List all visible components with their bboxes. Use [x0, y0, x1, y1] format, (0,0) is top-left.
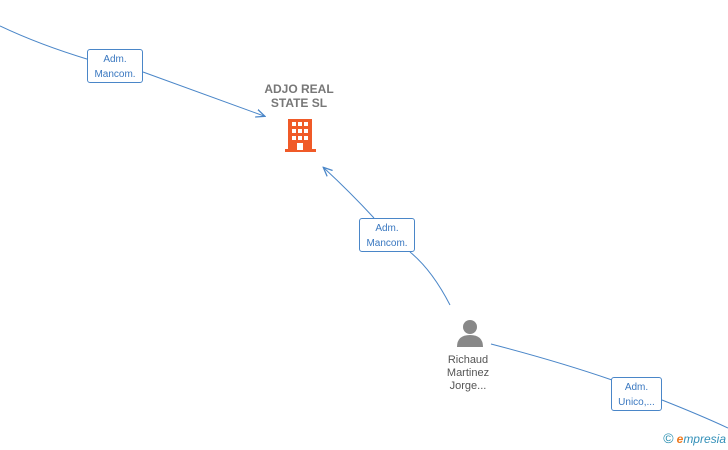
edge-line-person-to-label — [409, 251, 451, 306]
brand-initial: e — [676, 432, 684, 446]
edge-label-adm-mancom-top[interactable]: Adm. Mancom. — [87, 49, 143, 83]
company-name[interactable]: ADJO REAL STATE SL — [264, 82, 334, 110]
edge-line-top-left — [0, 25, 91, 61]
edge-label-adm-unico[interactable]: Adm. Unico,... — [611, 377, 662, 411]
edge-line-to-company-from-left — [142, 71, 264, 116]
edge-line-to-company-from-person — [324, 168, 375, 219]
copyright-symbol: © — [663, 430, 674, 446]
person-name[interactable]: Richaud Martinez Jorge... — [446, 354, 490, 392]
edge-line-person-to-right — [490, 343, 613, 381]
building-icon[interactable] — [285, 117, 317, 153]
empresia-watermark: ©empresia — [663, 430, 726, 446]
edge-line-right-exit — [661, 399, 728, 429]
edge-label-adm-mancom-middle[interactable]: Adm. Mancom. — [359, 218, 415, 252]
person-icon[interactable] — [455, 318, 485, 348]
brand-name: mpresia — [683, 432, 726, 446]
